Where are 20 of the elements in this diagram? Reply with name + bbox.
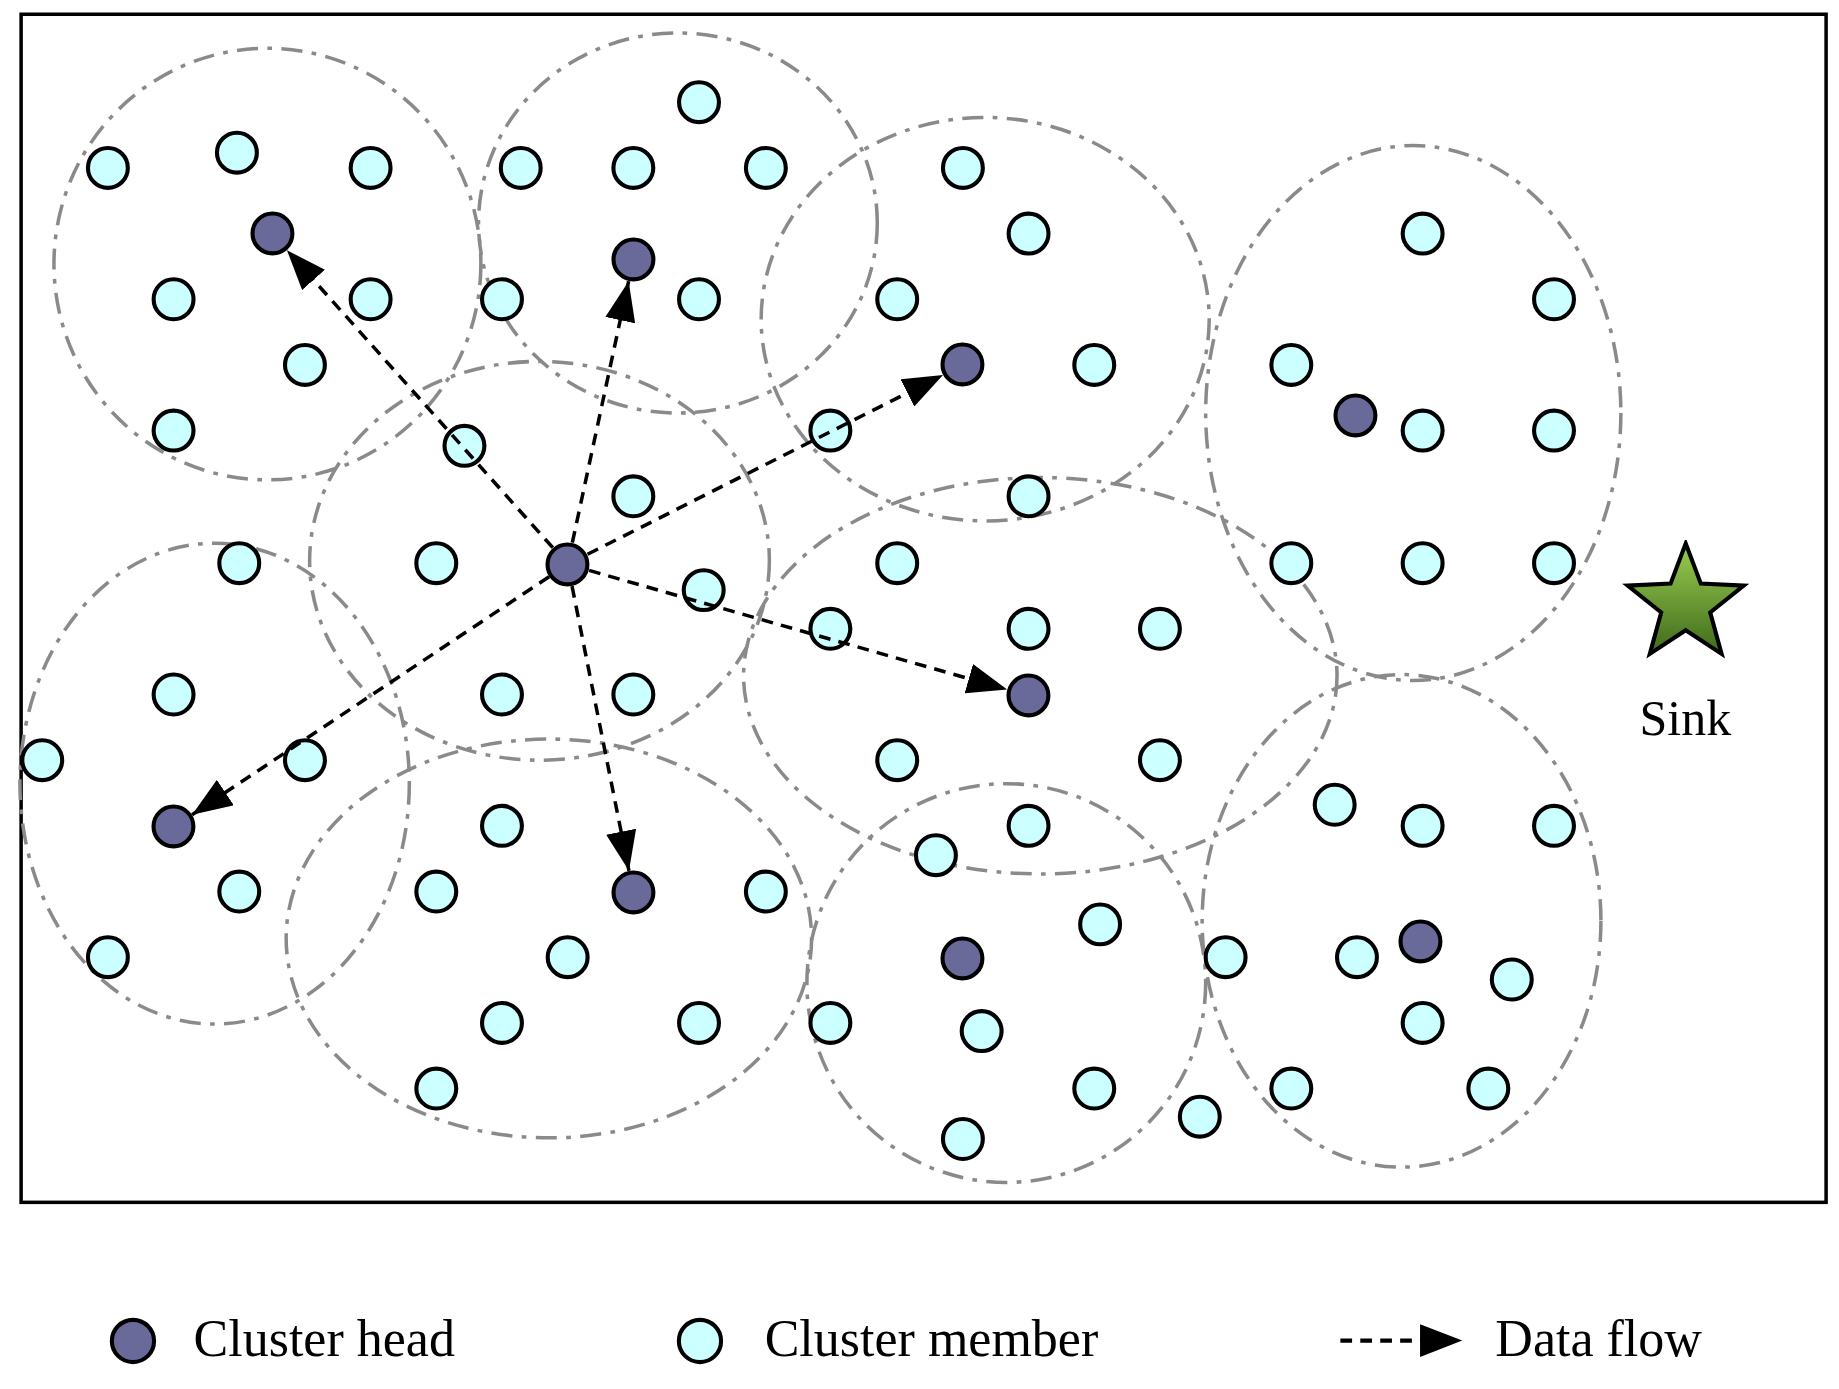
data-flow-arrow — [588, 568, 1008, 694]
data-flow-arrow — [570, 280, 636, 543]
cluster-head-node — [1332, 391, 1380, 439]
legend-label: Cluster member — [764, 1312, 1099, 1365]
legend-label: Cluster head — [193, 1312, 455, 1365]
legend-label: Data flow — [1495, 1312, 1702, 1365]
data-flow-arrow — [191, 575, 551, 817]
cluster-head-node — [1396, 918, 1444, 966]
cluster-head-node — [609, 235, 657, 283]
cluster-head-node — [150, 803, 197, 851]
cluster-head-node — [1005, 672, 1052, 719]
cluster-head-node — [609, 869, 657, 916]
cluster-head-node — [939, 341, 987, 389]
cluster-head-node — [544, 540, 592, 588]
cluster-head-node — [248, 209, 296, 257]
cluster-head-node — [939, 934, 987, 982]
data-flow-arrow — [285, 249, 555, 549]
data-flow-arrow — [586, 373, 944, 556]
node-label: Sink — [1638, 689, 1733, 748]
data-flow-arrow — [570, 585, 637, 872]
